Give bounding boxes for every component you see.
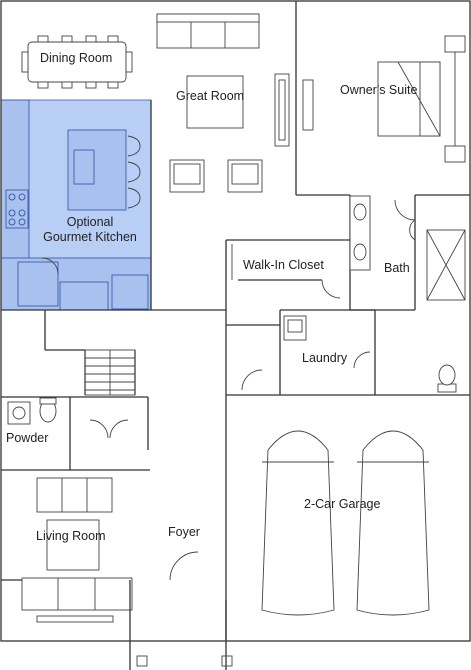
powder-label: Powder [6,431,48,445]
kitchen-highlight [0,99,152,311]
staircase [84,349,136,396]
great-room-furniture [156,13,314,193]
living-room-label: Living Room [36,529,105,543]
owners-suite-label: Owner's Suite [340,83,417,97]
toilet-icon [437,364,457,393]
garage-label: 2-Car Garage [304,497,380,511]
foyer-door [129,551,233,670]
walk-in-closet-label: Walk-In Closet [243,258,324,272]
bath-fixtures [349,195,466,301]
kitchen-label-line1: Optional [67,215,114,229]
bath-label: Bath [384,261,410,275]
great-room-label: Great Room [176,89,244,103]
living-room-furniture [21,477,133,623]
foyer-label: Foyer [168,525,200,539]
owners-suite-furniture [377,35,466,163]
garage-cars [261,430,430,616]
kitchen-island [67,129,141,211]
kitchen-label-line2: Gourmet Kitchen [43,230,137,244]
closet-rods [231,244,341,299]
laundry-label: Laundry [302,351,348,365]
powder-fixtures [7,397,129,439]
laundry-fixtures [241,315,371,391]
dining-room-label: Dining Room [40,51,112,65]
dining-table [21,35,133,89]
interior-walls [1,1,470,640]
cooktop-icon [5,189,29,229]
